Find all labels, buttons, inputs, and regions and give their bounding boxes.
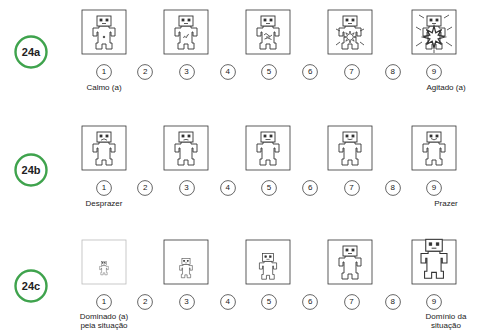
scale-point: 1 <box>96 294 112 310</box>
scale-number: 9 <box>432 184 436 192</box>
scale-number: 8 <box>391 298 395 306</box>
scale-number: 8 <box>391 68 395 76</box>
scale-anchor-label: Desprazer <box>74 200 134 209</box>
scale-number: 1 <box>102 68 106 76</box>
scale-point: 8 <box>385 294 401 310</box>
scale-number: 2 <box>143 184 147 192</box>
scale-number: 5 <box>267 298 271 306</box>
scale-number: 9 <box>432 298 436 306</box>
scale-point: 6 <box>302 294 318 310</box>
scale-number: 7 <box>349 184 353 192</box>
item-badge: 24b <box>14 153 48 187</box>
scale-anchor-label: Calmo (a) <box>74 84 134 93</box>
item-number: 24a <box>22 47 40 58</box>
valence-row <box>82 126 456 170</box>
scale-point: 2 <box>137 64 153 80</box>
scale-point: 7 <box>344 180 360 196</box>
item-badge: 24a <box>14 35 48 69</box>
scale-number: 1 <box>102 184 106 192</box>
scale-point: 6 <box>302 64 318 80</box>
scale-anchor-label: Prazer <box>416 200 476 209</box>
scale-number: 5 <box>267 184 271 192</box>
scale-number: 2 <box>143 68 147 76</box>
scale-point: 7 <box>344 294 360 310</box>
item-badge: 24c <box>14 269 48 303</box>
scale-number: 9 <box>432 68 436 76</box>
scale-point: 4 <box>220 64 236 80</box>
arousal-row <box>82 10 456 54</box>
scale-point: 4 <box>220 294 236 310</box>
scale-point: 3 <box>179 294 195 310</box>
scale-number: 3 <box>184 68 188 76</box>
scale-anchor-label: Domínio da situação <box>423 313 470 331</box>
scale-point: 2 <box>137 180 153 196</box>
scale-number: 7 <box>349 68 353 76</box>
scale-number: 6 <box>308 68 312 76</box>
scale-point: 5 <box>261 64 277 80</box>
scale-number: 2 <box>143 298 147 306</box>
scale-number: 6 <box>308 298 312 306</box>
dominance-row <box>82 239 456 284</box>
scale-number: 7 <box>349 298 353 306</box>
scale-point: 2 <box>137 294 153 310</box>
scale-number: 6 <box>308 184 312 192</box>
scale-point: 1 <box>96 64 112 80</box>
scale-number: 4 <box>226 68 230 76</box>
item-number: 24c <box>22 281 40 292</box>
scale-point: 5 <box>261 294 277 310</box>
scale-number: 3 <box>184 184 188 192</box>
scale-point: 3 <box>179 64 195 80</box>
scale-point: 3 <box>179 180 195 196</box>
scale-point: 9 <box>426 294 442 310</box>
scale-point: 1 <box>96 180 112 196</box>
scale-point: 5 <box>261 180 277 196</box>
scale-point: 8 <box>385 180 401 196</box>
scale-number: 4 <box>226 298 230 306</box>
scale-number: 3 <box>184 298 188 306</box>
scale-point: 7 <box>344 64 360 80</box>
scale-anchor-label: Agitado (a) <box>416 84 476 93</box>
item-number: 24b <box>22 165 41 176</box>
scale-number: 8 <box>391 184 395 192</box>
scale-point: 8 <box>385 64 401 80</box>
scale-point: 9 <box>426 180 442 196</box>
scale-number: 4 <box>226 184 230 192</box>
scale-point: 6 <box>302 180 318 196</box>
scale-number: 5 <box>267 68 271 76</box>
scale-anchor-label: Dominado (a) peia situação <box>74 313 134 331</box>
scale-number: 1 <box>102 298 106 306</box>
scale-point: 4 <box>220 180 236 196</box>
scale-point: 9 <box>426 64 442 80</box>
